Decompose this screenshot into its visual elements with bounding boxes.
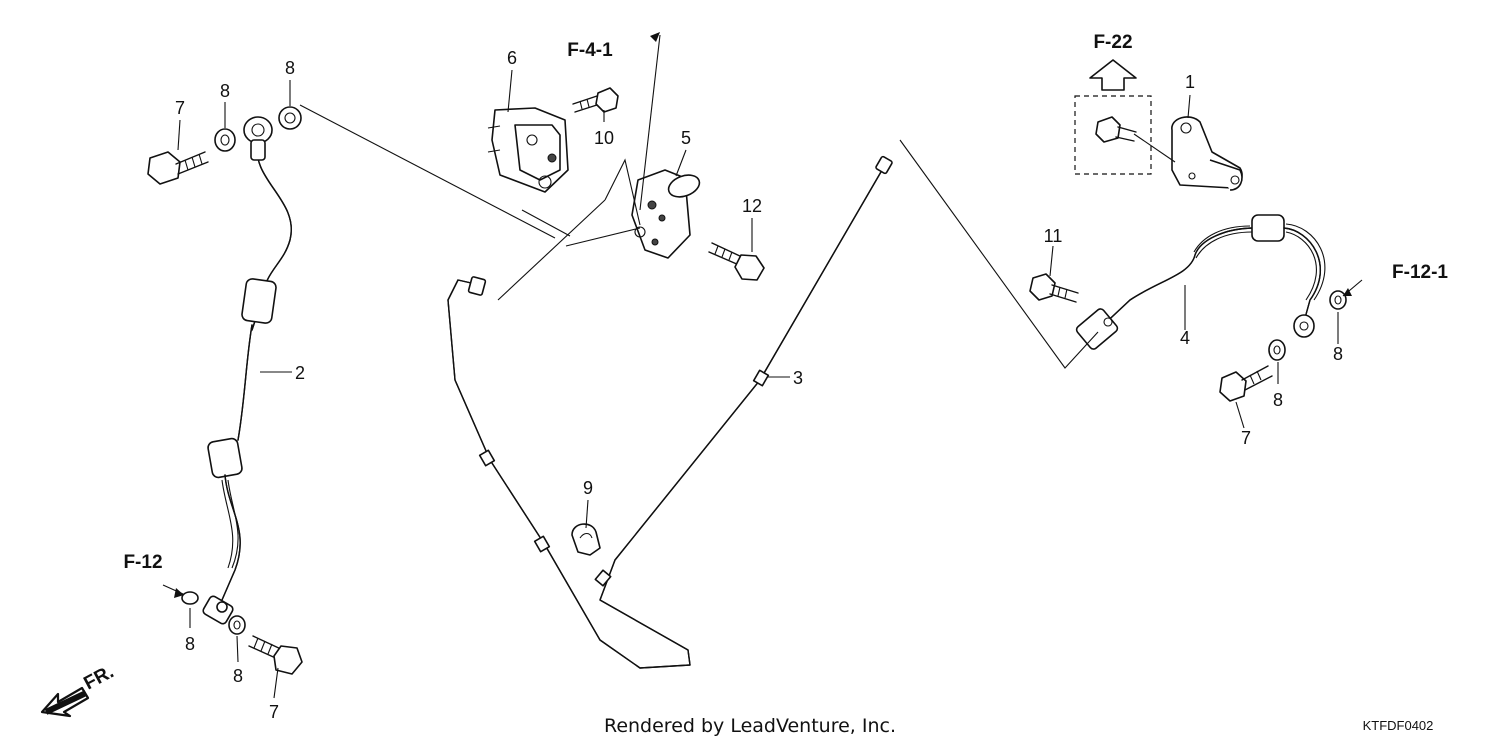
label-part-7-a: 7 — [175, 98, 185, 118]
bolt-10[interactable] — [572, 87, 619, 113]
bolt-7-bottom-left[interactable] — [248, 635, 303, 675]
label-part-5: 5 — [681, 128, 691, 148]
brake-hose-right[interactable] — [1075, 214, 1326, 351]
label-part-6: 6 — [507, 48, 517, 68]
label-part-11: 11 — [1044, 226, 1063, 246]
label-part-8-b: 8 — [285, 58, 295, 78]
bracket-6[interactable] — [487, 107, 569, 193]
label-part-8-a: 8 — [220, 81, 230, 101]
ref-f-12[interactable]: F-12 — [123, 552, 162, 573]
washer-8-c[interactable] — [181, 591, 199, 605]
valve-5[interactable] — [631, 169, 702, 259]
label-part-8-d: 8 — [233, 666, 243, 686]
washer-8-a[interactable] — [214, 128, 236, 152]
label-part-2: 2 — [295, 363, 305, 383]
leader-lines — [162, 34, 1363, 699]
label-part-4: 4 — [1180, 328, 1190, 348]
label-part-12: 12 — [742, 196, 762, 216]
bolt-12[interactable] — [708, 242, 765, 281]
brake-pipe-3[interactable] — [447, 155, 893, 669]
up-arrow-icon — [1089, 59, 1137, 91]
bolt-7-top-left[interactable] — [147, 151, 209, 185]
label-part-7-b: 7 — [269, 702, 279, 722]
ref-f-22[interactable]: F-22 — [1093, 32, 1132, 53]
front-arrow-icon — [40, 686, 90, 718]
dashed-box — [1074, 95, 1152, 175]
ref-f-4-1[interactable]: F-4-1 — [567, 40, 613, 61]
label-part-10: 10 — [594, 128, 614, 148]
clamp-9[interactable] — [571, 523, 601, 556]
bolt-7-right[interactable] — [1219, 365, 1273, 402]
label-part-8-f: 8 — [1333, 344, 1343, 364]
label-part-9: 9 — [583, 478, 593, 498]
washer-8-e[interactable] — [1268, 339, 1286, 361]
bolt-f22[interactable] — [1095, 116, 1137, 143]
washer-8-d[interactable] — [228, 615, 246, 635]
label-part-1: 1 — [1185, 72, 1195, 92]
bolt-11[interactable] — [1029, 273, 1079, 303]
washer-8-f[interactable] — [1329, 290, 1347, 310]
label-part-7-c: 7 — [1241, 428, 1251, 448]
bracket-1[interactable] — [1171, 116, 1243, 191]
washer-8-b[interactable] — [278, 106, 302, 130]
label-part-3: 3 — [793, 368, 803, 388]
label-part-8-e: 8 — [1273, 390, 1283, 410]
label-part-8-c: 8 — [185, 634, 195, 654]
brake-hose-left[interactable] — [202, 116, 293, 625]
front-label: FR. — [80, 662, 117, 695]
ref-f-12-1[interactable]: F-12-1 — [1392, 262, 1448, 283]
diagram-code: KTFDF0402 — [1363, 718, 1434, 733]
footer-credit: Rendered by LeadVenture, Inc. — [604, 715, 896, 737]
ref-arrow-icons — [174, 32, 1352, 598]
